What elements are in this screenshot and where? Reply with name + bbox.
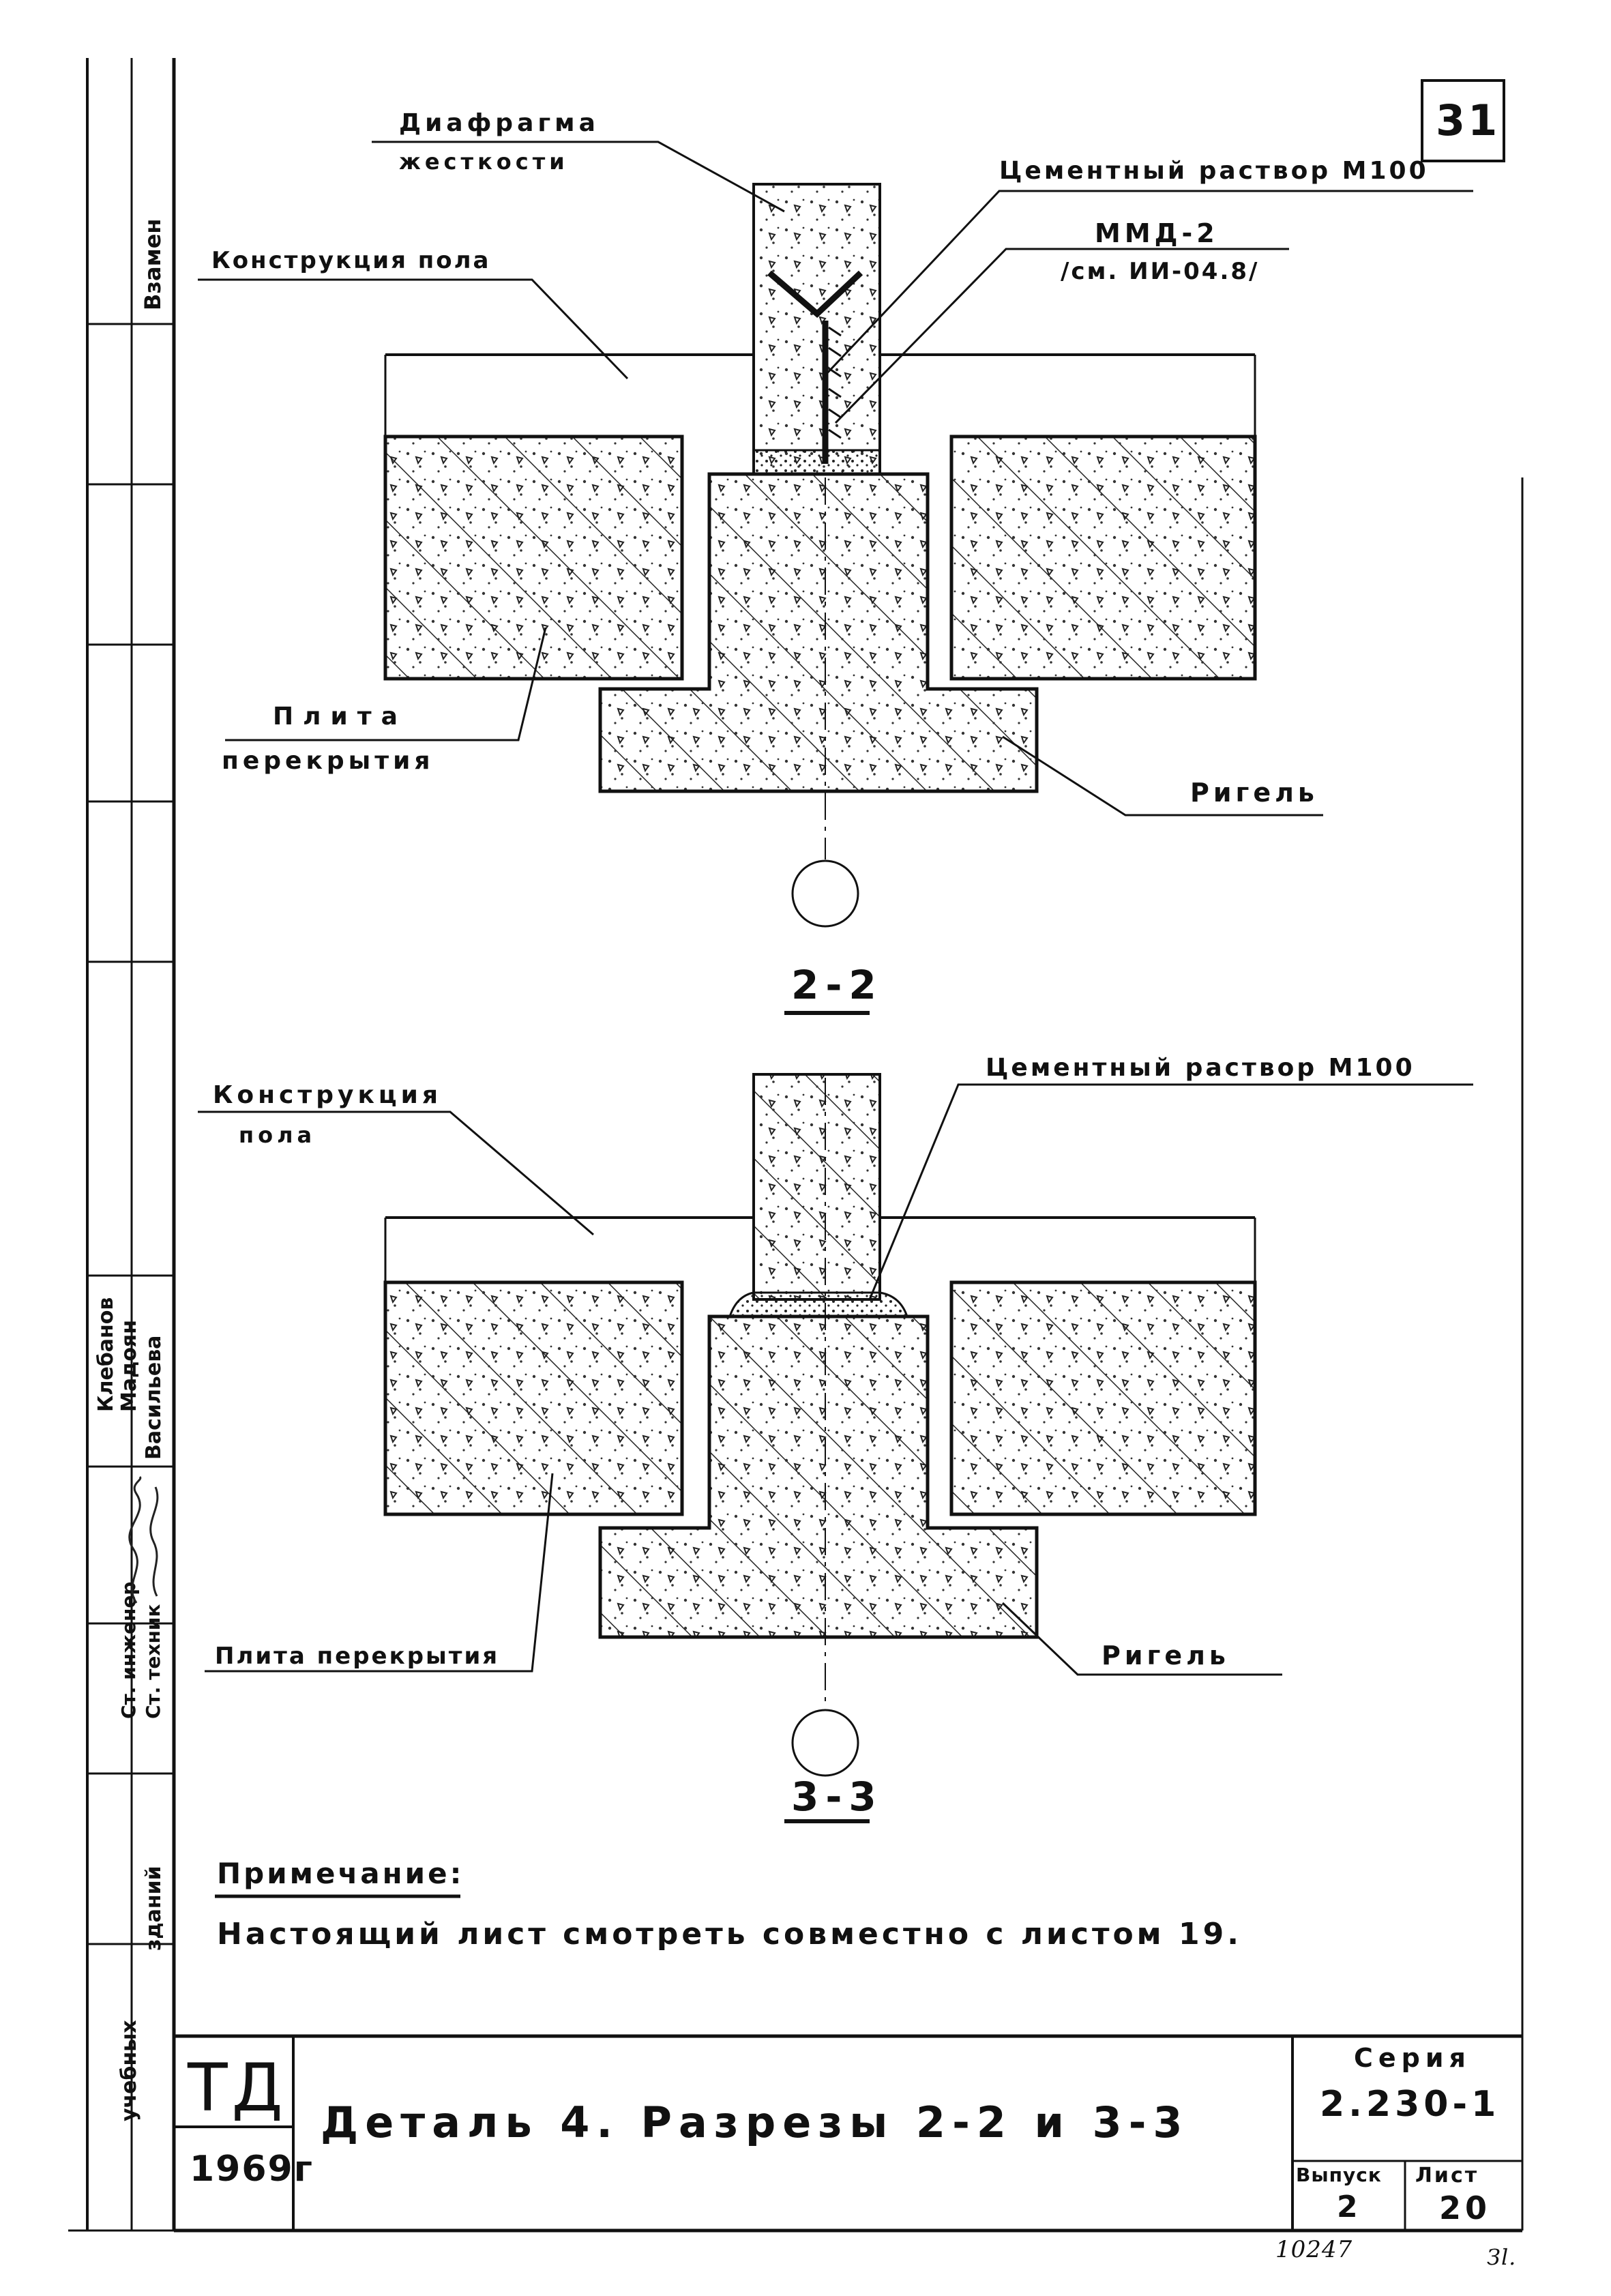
side-name-3: Васильева [142, 1335, 166, 1460]
archive-stamp-suffix: Зl. [1487, 2244, 1517, 2270]
sheet-frame [68, 58, 1524, 2233]
side-building-type-1: учебных [117, 2020, 141, 2121]
side-replaces: Взамен [140, 218, 166, 310]
label-mmd-ref: /см. ИИ-04.8/ [1061, 258, 1260, 285]
section-2-2-drawing [198, 141, 1473, 1015]
label-slab-3-3: Плита перекрытия [215, 1643, 500, 1670]
label-girder-3-3: Ригель [1102, 1640, 1230, 1671]
series-value[interactable]: 2.230-1 [1320, 2084, 1501, 2125]
label-floor-structure: Конструкция пола [211, 247, 491, 274]
side-name-1: Клебанов [94, 1297, 118, 1412]
note-text: Настоящий лист смотреть совместно с лист… [217, 1917, 1242, 1952]
archive-stamp-number: 10247 [1275, 2236, 1353, 2263]
label-slab: Плита [273, 703, 407, 731]
label-mortar-2-2: Цементный раствор М100 [999, 157, 1429, 185]
label-diaphragm: Диафрагма [399, 109, 600, 137]
side-building-type-2: зданий [142, 1866, 166, 1951]
page-number: 31 [1436, 95, 1501, 145]
label-floor-3-3: пола [239, 1122, 316, 1148]
side-role-2: Ст. техник [142, 1604, 164, 1719]
label-mmd: ММД-2 [1095, 218, 1219, 248]
label-floor-structure-3-3: Конструкция [213, 1081, 442, 1109]
side-name-2: Мадоян [117, 1320, 141, 1412]
label-mortar-3-3: Цементный раствор М100 [986, 1054, 1415, 1082]
section-3-3-drawing [198, 1073, 1473, 1823]
series-label: Серия [1354, 2043, 1471, 2073]
signature [128, 1475, 159, 1604]
title-block-code: ТД [188, 2050, 287, 2126]
label-slab-overlap: перекрытия [222, 747, 434, 775]
label-girder-2-2: Ригель [1190, 778, 1318, 808]
sheet-label: Лист [1415, 2164, 1479, 2188]
issue-label: Выпуск [1296, 2164, 1382, 2186]
sheet-value[interactable]: 20 [1439, 2190, 1492, 2226]
title-block-year: 1969г [190, 2149, 314, 2190]
label-diaphragm-stiffness: жесткости [399, 149, 569, 175]
section-mark-2-2: 2-2 [791, 962, 883, 1008]
issue-value[interactable]: 2 [1337, 2190, 1362, 2224]
note-heading: Примечание: [217, 1857, 464, 1890]
title-block-title: Деталь 4. Разрезы 2-2 и 3-3 [321, 2098, 1189, 2147]
section-mark-3-3: 3-3 [791, 1773, 883, 1820]
